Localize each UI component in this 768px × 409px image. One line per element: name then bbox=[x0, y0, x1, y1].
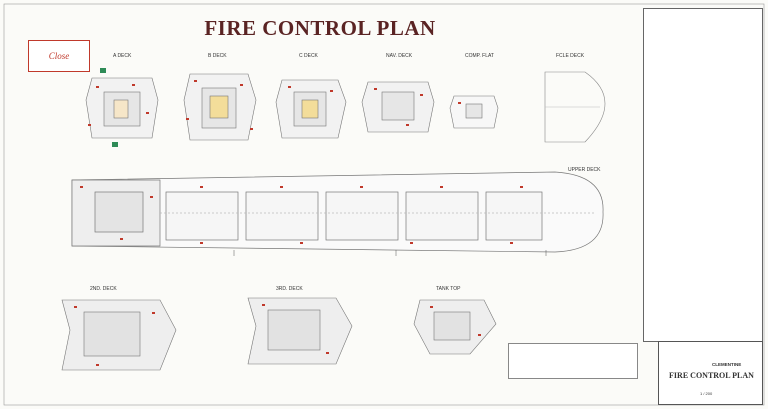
drawing-scale: 1 / 200 bbox=[700, 391, 713, 396]
drawing-title: FIRE CONTROL PLAN bbox=[669, 371, 754, 380]
ship-name: CLEMENTINE bbox=[712, 362, 742, 367]
nav-deck-plan bbox=[361, 81, 435, 133]
legend-table bbox=[643, 8, 763, 342]
fire-equipment-symbols bbox=[74, 80, 523, 366]
third-deck-plan bbox=[247, 297, 353, 365]
deck-label-3rd: 3RD. DECK bbox=[276, 286, 303, 292]
tank-top-plan bbox=[413, 299, 497, 355]
c-deck-plan bbox=[275, 79, 347, 139]
b-deck-plan bbox=[183, 73, 257, 141]
second-deck-plan bbox=[61, 299, 177, 371]
close-button[interactable]: Close bbox=[28, 40, 90, 72]
schedule-table bbox=[508, 343, 638, 379]
deck-label-b: B DECK bbox=[208, 53, 227, 59]
comp-flat-plan bbox=[449, 95, 499, 129]
a-deck-plan bbox=[85, 77, 159, 139]
deck-label-a: A DECK bbox=[113, 53, 132, 59]
section-markers bbox=[233, 250, 547, 256]
title-block bbox=[658, 341, 763, 405]
deck-label-upper: UPPER DECK bbox=[568, 167, 601, 173]
deck-label-fcle: FCLE DECK bbox=[556, 53, 585, 59]
upper-deck-plan bbox=[71, 171, 604, 253]
page-title: FIRE CONTROL PLAN bbox=[204, 16, 436, 40]
deck-label-2nd: 2ND. DECK bbox=[90, 286, 117, 292]
deck-label-c: C DECK bbox=[299, 53, 318, 59]
deck-label-nav: NAV. DECK bbox=[386, 53, 413, 59]
fcle-deck-plan bbox=[544, 71, 606, 143]
green-markers bbox=[100, 68, 118, 147]
deck-label-tank: TANK TOP bbox=[436, 286, 461, 292]
deck-label-comp: COMP. FLAT bbox=[465, 53, 494, 59]
